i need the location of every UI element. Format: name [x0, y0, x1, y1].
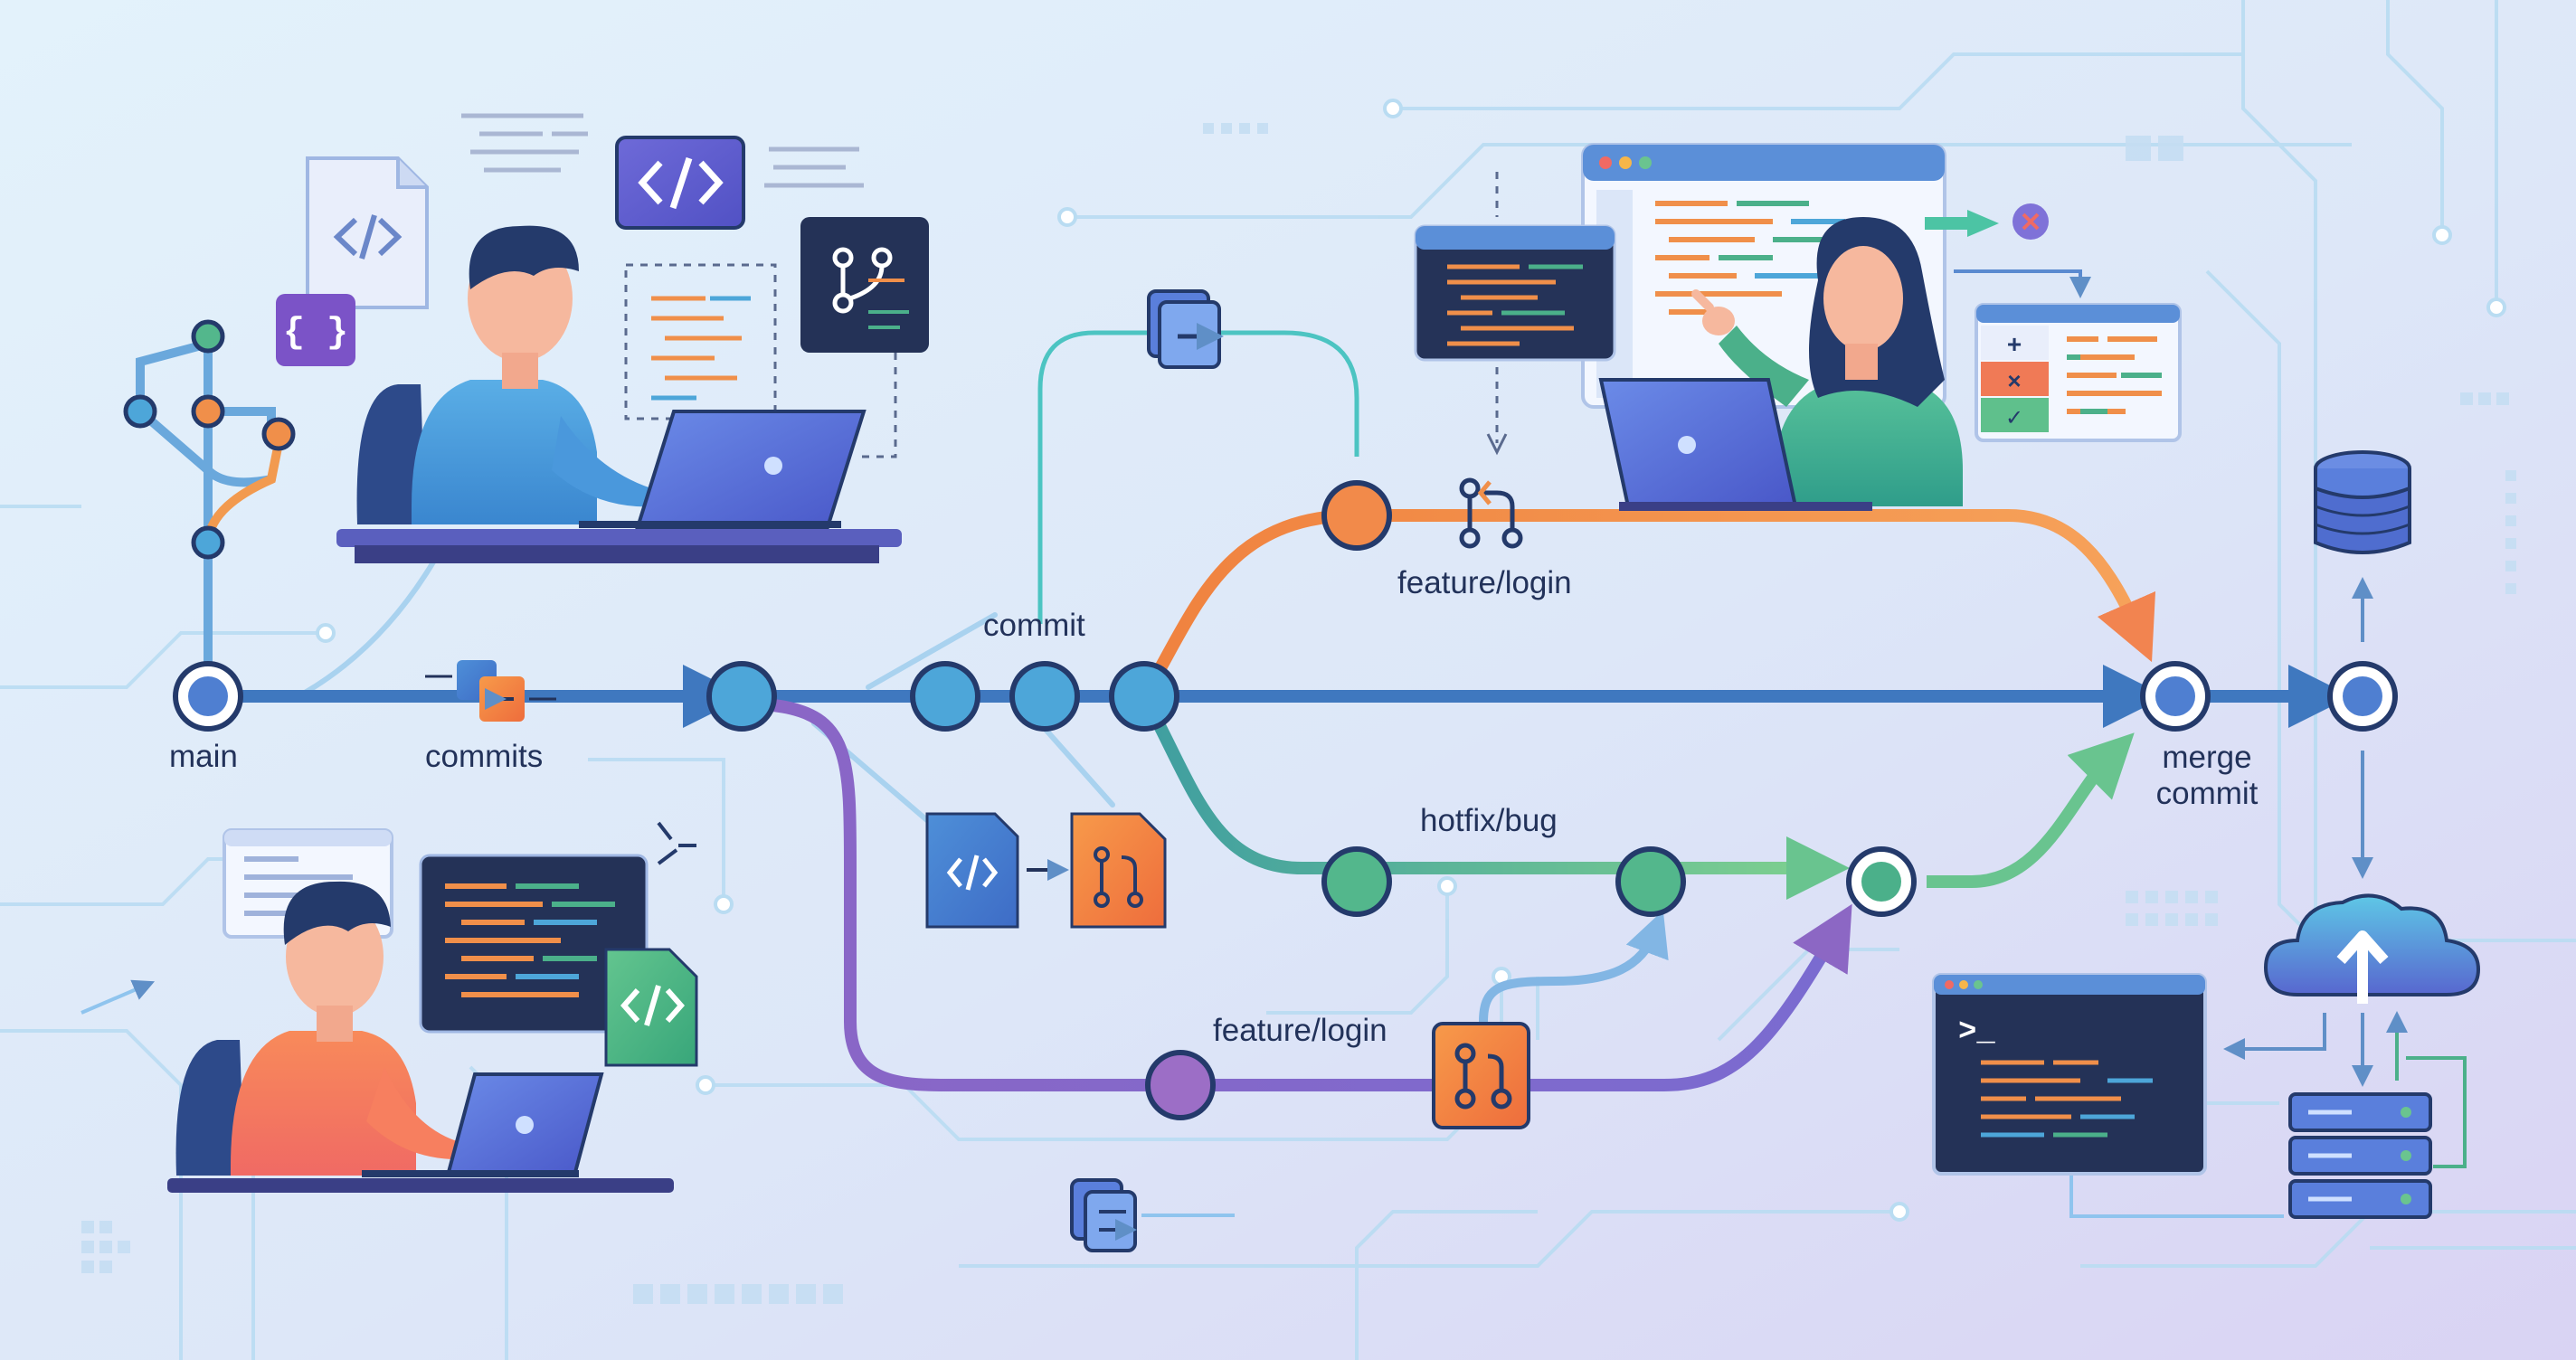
- hotfix-node-1: [1321, 846, 1392, 917]
- braces-icon: [276, 294, 355, 366]
- label-feature-login-bottom: feature/login: [1213, 1013, 1387, 1048]
- label-merge-commit: merge commit: [2107, 740, 2306, 813]
- developer-figure-icon-2: [231, 1031, 416, 1176]
- git-branch-icon: [800, 217, 929, 353]
- developer-bottom-left-scene: [80, 821, 698, 1193]
- feature-login-top-branch: [1139, 509, 2156, 700]
- pull-request-icon: [1459, 477, 1523, 549]
- pull-request-file-icon-mid: [1070, 812, 1167, 929]
- hotfix-branch: [1138, 693, 1850, 900]
- svg-text:+: +: [2007, 330, 2022, 358]
- repo-tree-icon: [123, 319, 296, 701]
- desk-2: [167, 1178, 674, 1193]
- code-window-dark: [419, 854, 649, 1034]
- pr-to-hotfix-line: [1479, 910, 1669, 1023]
- commit-node-1: [706, 661, 777, 732]
- label-commit: commit: [983, 608, 1085, 643]
- code-file-icon-mid: [925, 812, 1069, 929]
- server-rack-icon: [2288, 1092, 2432, 1219]
- laptop-icon: [635, 410, 867, 529]
- terminal-prompt: >_: [1958, 1015, 1995, 1050]
- terminal-icon: >_: [1932, 973, 2207, 1176]
- feature-top-node: [1321, 480, 1392, 551]
- reviewer-top-right-scene: + × ✓: [1414, 143, 2182, 511]
- label-main: main: [169, 739, 238, 774]
- svg-text:×: ×: [2007, 367, 2021, 394]
- copy-arrow-icon-bottom: [1070, 1178, 1235, 1252]
- label-merge: merge: [2162, 740, 2252, 775]
- hotfix-node-2: [1615, 846, 1686, 917]
- copy-arrow-icon: [1147, 289, 1224, 369]
- commits-copy-icon: [425, 660, 556, 722]
- label-merge-commit-line2: commit: [2155, 776, 2259, 812]
- label-hotfix-bug: hotfix/bug: [1420, 803, 1558, 838]
- commit-node-3: [1009, 661, 1080, 732]
- hotfix-merge-line: [1927, 732, 2135, 888]
- deployment-scene: >_: [1932, 450, 2481, 1219]
- label-commits: commits: [425, 739, 544, 774]
- commit-node-4: [1109, 661, 1179, 732]
- pull-request-square-icon: [1432, 1022, 1530, 1129]
- desk: [336, 529, 902, 547]
- feature-login-bottom-branch: [772, 699, 1852, 1091]
- cloud-upload-icon: [2263, 893, 2481, 1004]
- developer-figure-icon: [412, 380, 597, 524]
- commit-connector: [1037, 330, 1359, 624]
- label-feature-login-top: feature/login: [1397, 565, 1572, 600]
- svg-text:{ }: { }: [283, 313, 348, 354]
- developer-top-left-scene: { }: [276, 113, 929, 563]
- svg-text:✓: ✓: [2005, 405, 2023, 430]
- commit-nodes: [173, 480, 2398, 1120]
- feature-bottom-node: [1145, 1050, 1216, 1120]
- database-icon: [2314, 450, 2411, 554]
- laptop-icon-2: [1598, 378, 1798, 508]
- commit-node-2: [910, 661, 980, 732]
